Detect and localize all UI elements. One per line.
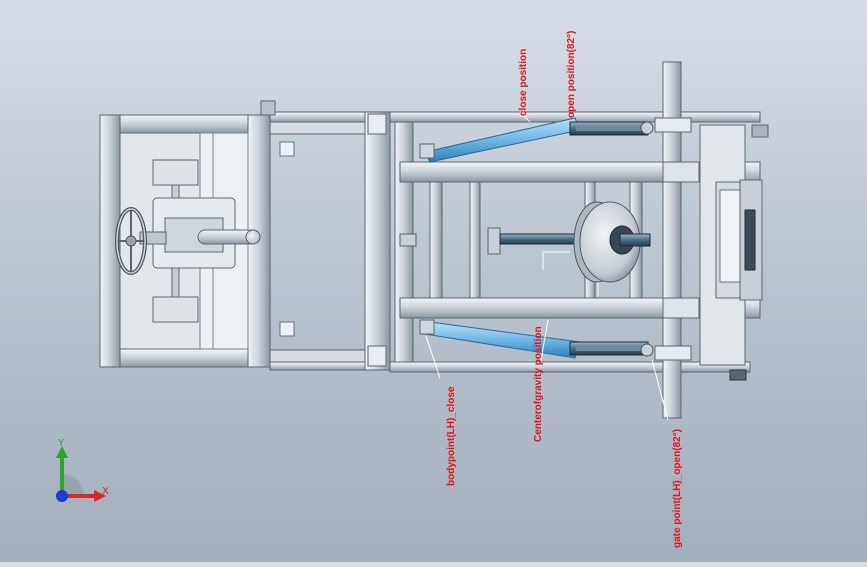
lower-gas-strut xyxy=(419,319,654,359)
close-position-label: close position xyxy=(518,48,529,116)
middle-frame xyxy=(260,100,391,371)
center-of-gravity-label: Centerofgravity position xyxy=(533,326,544,442)
open-position-label: open position(82°) xyxy=(566,30,577,118)
gate-bar xyxy=(654,61,700,419)
left-base-frame xyxy=(99,114,271,368)
triad-graphic xyxy=(56,446,106,502)
handwheel xyxy=(115,207,147,275)
x-axis-label: X xyxy=(102,486,109,497)
threaded-rod xyxy=(499,233,581,245)
leader-lines xyxy=(425,111,669,421)
coordinate-triad: Y X xyxy=(48,438,118,510)
y-axis-label: Y xyxy=(58,438,65,449)
body-point-close-label: bodypoint(LH)_close xyxy=(446,386,457,486)
gate-point-open-label: gate point(LH)_open(82°) xyxy=(672,429,683,548)
upper-gas-strut xyxy=(419,117,654,163)
rotary-disc xyxy=(542,201,651,283)
